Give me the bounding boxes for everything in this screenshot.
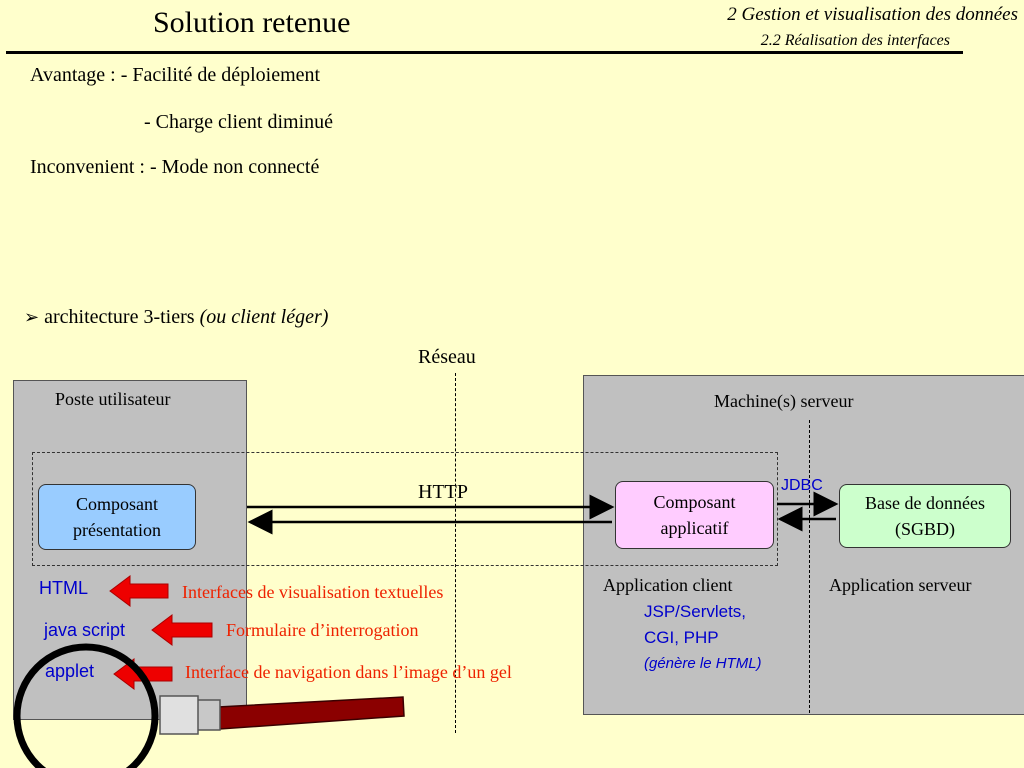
db-line-2: (SGBD) [894,519,955,539]
avantage-item-1: - Facilité de déploiement [120,64,321,86]
application-client-label: Application client [603,575,733,595]
poste-utilisateur-label: Poste utilisateur [55,389,171,409]
architecture-italic: (ou client léger) [199,306,329,328]
applicatif-line-1: Composant [653,492,736,512]
inconvenient-label: Inconvenient : [30,156,145,178]
applet-label: applet [45,661,95,681]
note-html: Interfaces de visualisation textuelles [182,582,444,602]
presentation-line-1: Composant [75,494,158,514]
db-line-1: Base de données [865,493,985,513]
note-applet: Interface de navigation dans l’image d’u… [185,662,512,682]
reseau-label: Réseau [418,346,476,368]
red-arrow-javascript [151,614,213,646]
applicatif-line-2: applicatif [660,518,729,538]
inconvenient-line: Inconvenient : - Mode non connecté [30,156,319,179]
base-de-donnees: Base de données (SGBD) [839,484,1011,548]
composant-applicatif: Composant applicatif [615,481,774,549]
tech-line-2: CGI, PHP [644,628,719,647]
note-javascript: Formulaire d’interrogation [226,620,419,640]
machine-serveur-label: Machine(s) serveur [714,391,854,411]
slide-title: Solution retenue [153,6,351,39]
jdbc-label: JDBC [781,477,823,494]
inconvenient-item-1: - Mode non connecté [149,156,320,178]
network-divider [455,373,456,733]
composant-presentation: Composant présentation [38,484,196,550]
avantage-line-1: Avantage : - Facilité de déploiement [30,64,320,87]
server-divider [809,420,810,713]
javascript-label: java script [44,620,126,640]
presentation-line-2: présentation [73,520,161,540]
tech-line-3: (génère le HTML) [644,655,762,672]
avantage-item-2: - Charge client diminué [144,111,334,133]
html-label: HTML [39,578,88,598]
magnifying-glass-icon [13,643,405,768]
avantage-label: Avantage : [30,64,116,86]
http-label: HTTP [418,481,468,503]
section-header: 2 Gestion et visualisation des données [727,4,1018,25]
subsection-header: 2.2 Réalisation des interfaces [760,32,950,49]
header-rule [6,51,963,54]
tech-line-1: JSP/Servlets, [644,602,747,621]
arrow-bullet-icon: ➢ [24,307,40,328]
architecture-text: architecture 3-tiers [44,306,195,328]
application-serveur-label: Application serveur [829,575,972,595]
red-arrow-html [109,575,169,607]
architecture-bullet: ➢ architecture 3-tiers (ou client léger) [24,306,328,329]
